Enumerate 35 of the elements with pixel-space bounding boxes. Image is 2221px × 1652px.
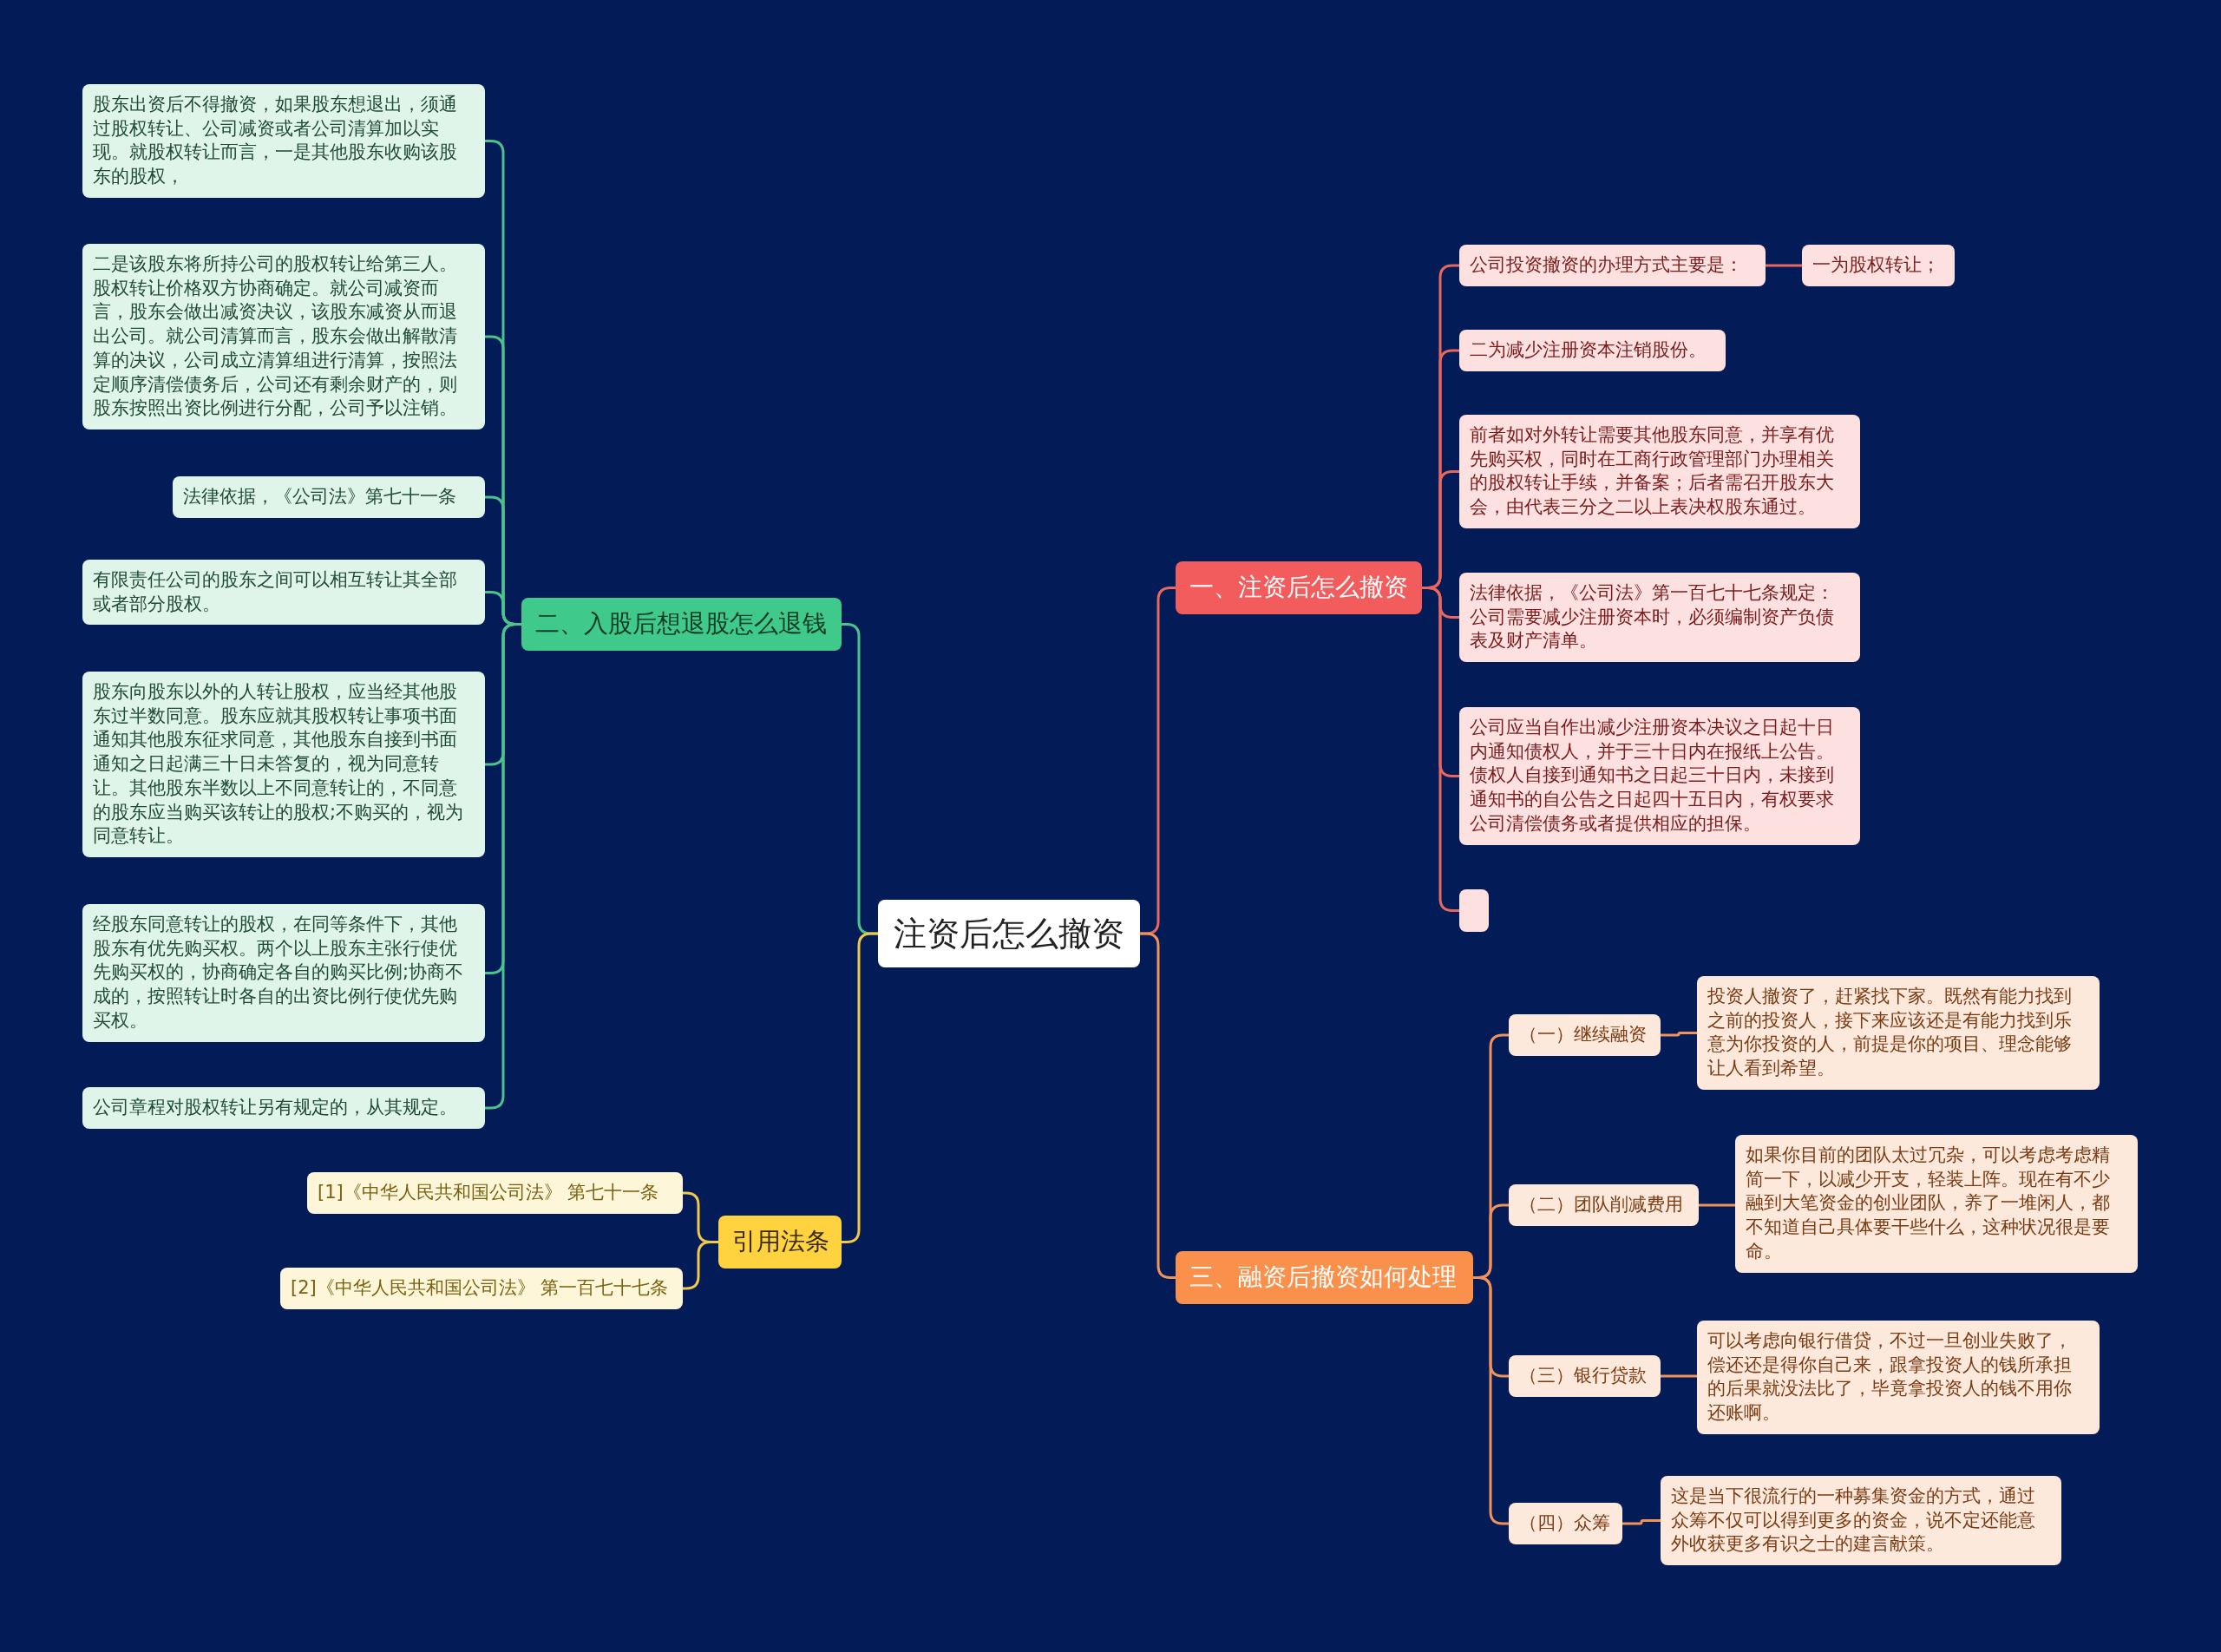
subtopic-box: （四）众筹 bbox=[1509, 1503, 1622, 1544]
subtopic-box: 公司投资撤资的办理方式主要是： bbox=[1459, 245, 1766, 286]
subtopic-box: [2]《中华人民共和国公司法》 第一百七十七条 bbox=[280, 1268, 683, 1309]
central-topic-box: 注资后怎么撤资 bbox=[878, 900, 1140, 968]
subtopic-box: 二是该股东将所持公司的股权转让给第三人。股权转让价格双方协商确定。就公司减资而言，股东会做出减资决议，该股东减资从而退出公司。就公司清算而言，股东会做出解散清算的决议，公司成立清算组进行清算，按照法定顺序清偿债务后，公司还有剩余财产的，则股东按照出资比例进行分配，公司予以注销。 bbox=[82, 244, 485, 430]
subtopic-box: （三）银行贷款 bbox=[1509, 1355, 1661, 1397]
subtopic-box: 法律依据，《公司法》第七十一条 bbox=[173, 476, 485, 518]
empty-topic-box bbox=[1459, 889, 1489, 932]
subtopic-box: 经股东同意转让的股权，在同等条件下，其他股东有优先购买权。两个以上股东主张行使优先购买权的，协商确定各自的购买比例;协商不成的，按照转让时各自的出资比例行使优先购买权。 bbox=[82, 904, 485, 1042]
subtopic-box: 法律依据，《公司法》第一百七十七条规定：公司需要减少注册资本时，必须编制资产负债表及财产清单。 bbox=[1459, 573, 1860, 663]
subtopic-box: （二）团队削减费用 bbox=[1509, 1184, 1699, 1226]
subtopic-box: 可以考虑向银行借贷，不过一旦创业失败了，偿还还是得你自己来，跟拿投资人的钱所承担的后果就没法比了，毕竟拿投资人的钱不用你还账啊。 bbox=[1697, 1321, 2100, 1434]
branch-topic-box: 引用法条 bbox=[718, 1216, 842, 1268]
subtopic-box: 二为减少注册资本注销股份。 bbox=[1459, 330, 1726, 371]
subtopic-box: 这是当下很流行的一种募集资金的方式，通过众筹不仅可以得到更多的资金，说不定还能意外收获更多有识之士的建言献策。 bbox=[1661, 1476, 2061, 1566]
branch-topic-box: 二、入股后想退股怎么退钱 bbox=[521, 598, 842, 651]
subtopic-box: 前者如对外转让需要其他股东同意，并享有优先购买权，同时在工商行政管理部门办理相关的股权转让手续，并备案；后者需召开股东大会，由代表三分之二以上表决权股东通过。 bbox=[1459, 415, 1860, 528]
subtopic-box: [1]《中华人民共和国公司法》 第七十一条 bbox=[307, 1172, 683, 1214]
branch-topic-box: 一、注资后怎么撤资 bbox=[1176, 561, 1422, 614]
subtopic-box: 公司章程对股权转让另有规定的，从其规定。 bbox=[82, 1087, 485, 1129]
subtopic-box: 一为股权转让； bbox=[1802, 245, 1955, 286]
branch-topic-box: 三、融资后撤资如何处理 bbox=[1176, 1251, 1473, 1304]
connector-line bbox=[1766, 264, 1802, 267]
connector-line bbox=[1661, 1374, 1697, 1378]
connector-line bbox=[1622, 1519, 1661, 1525]
connector-line bbox=[1661, 1032, 1697, 1037]
subtopic-box: 如果你目前的团队太过冗杂，可以考虑考虑精简一下，以减少开支，轻装上阵。现在有不少融到大笔资金的创业团队，养了一堆闲人，都不知道自己具体要干些什么，这种状况很是要命。 bbox=[1735, 1135, 2138, 1273]
connector-line bbox=[1473, 1276, 1509, 1525]
subtopic-box: 公司应当自作出减少注册资本决议之日起十日内通知债权人，并于三十日内在报纸上公告。债权人自接到通知书之日起三十日内，未接到通知书的自公告之日起四十五日内，有权要求公司清偿债务或者提供相应的担保。 bbox=[1459, 707, 1860, 845]
subtopic-box: （一）继续融资 bbox=[1509, 1014, 1661, 1056]
subtopic-box: 股东向股东以外的人转让股权，应当经其他股东过半数同意。股东应就其股权转让事项书面通知其他股东征求同意，其他股东自接到书面通知之日起满三十日未答复的，视为同意转让。其他股东半数以上不同意转让的，不同意的股东应当购买该转让的股权;不购买的，视为同意转让。 bbox=[82, 672, 485, 858]
connector-line bbox=[1699, 1203, 1735, 1207]
subtopic-box: 投资人撤资了，赶紧找下家。既然有能力找到之前的投资人，接下来应该还是有能力找到乐意为你投资的人，前提是你的项目、理念能够让人看到希望。 bbox=[1697, 976, 2100, 1090]
subtopic-box: 有限责任公司的股东之间可以相互转让其全部或者部分股权。 bbox=[82, 560, 485, 626]
subtopic-box: 股东出资后不得撤资，如果股东想退出，须通过股权转让、公司减资或者公司清算加以实现。就股权转让而言，一是其他股东收购该股东的股权， bbox=[82, 84, 485, 198]
